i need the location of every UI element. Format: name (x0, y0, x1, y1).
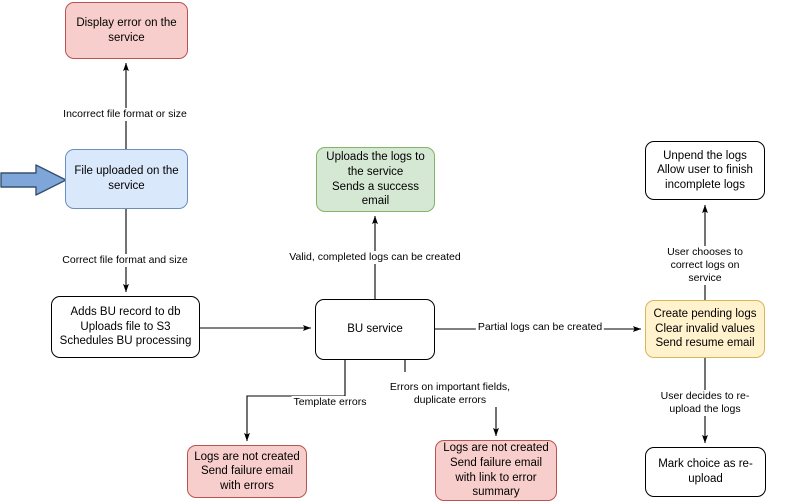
node-label: Logs are not created Send failure email … (443, 442, 549, 499)
node-uploads-logs[interactable]: Uploads the logs to the service Sends a … (316, 147, 435, 212)
node-label: Create pending logs Clear invalid values… (653, 308, 757, 350)
edge-label-incorrect-format: Incorrect file format or size (61, 108, 189, 121)
node-unpend-logs[interactable]: Unpend the logs Allow user to finish inc… (645, 141, 765, 200)
node-file-uploaded[interactable]: File uploaded on the service (65, 149, 188, 209)
edge-label-template-errors: Template errors (291, 396, 369, 409)
edge-label-correct-format: Correct file format and size (60, 254, 190, 267)
node-mark-choice-reupload[interactable]: Mark choice as re- upload (645, 447, 766, 497)
node-label: File uploaded on the service (74, 165, 179, 192)
edge-label-valid-completed-logs: Valid, completed logs can be created (287, 251, 463, 264)
node-label: Unpend the logs Allow user to finish inc… (657, 149, 753, 191)
node-label: Display error on the service (76, 16, 177, 44)
node-adds-bu-record[interactable]: Adds BU record to db Uploads file to S3 … (51, 296, 200, 358)
edge-label-user-corrects-logs: User chooses to correct logs on service (657, 246, 753, 285)
edge-label-partial-logs: Partial logs can be created (475, 321, 605, 334)
node-label: BU service (347, 323, 403, 336)
node-create-pending-logs[interactable]: Create pending logs Clear invalid values… (645, 300, 765, 358)
edge-label-user-reupload: User decides to re-upload the logs (657, 390, 753, 416)
node-label: Logs are not created Send failure email … (194, 450, 300, 492)
node-logs-not-created-errors[interactable]: Logs are not created Send failure email … (187, 445, 307, 498)
node-bu-service[interactable]: BU service (315, 299, 435, 360)
edge-label-errors-important-fields: Errors on important fields, duplicate er… (387, 381, 513, 407)
node-label: Adds BU record to db Uploads file to S3 … (59, 306, 192, 348)
node-label: Mark choice as re- upload (658, 458, 753, 485)
node-logs-not-created-link[interactable]: Logs are not created Send failure email … (435, 440, 557, 501)
node-label: Uploads the logs to the service Sends a … (326, 151, 425, 208)
entry-arrow-icon (0, 164, 67, 196)
node-display-error[interactable]: Display error on the service (65, 2, 188, 59)
